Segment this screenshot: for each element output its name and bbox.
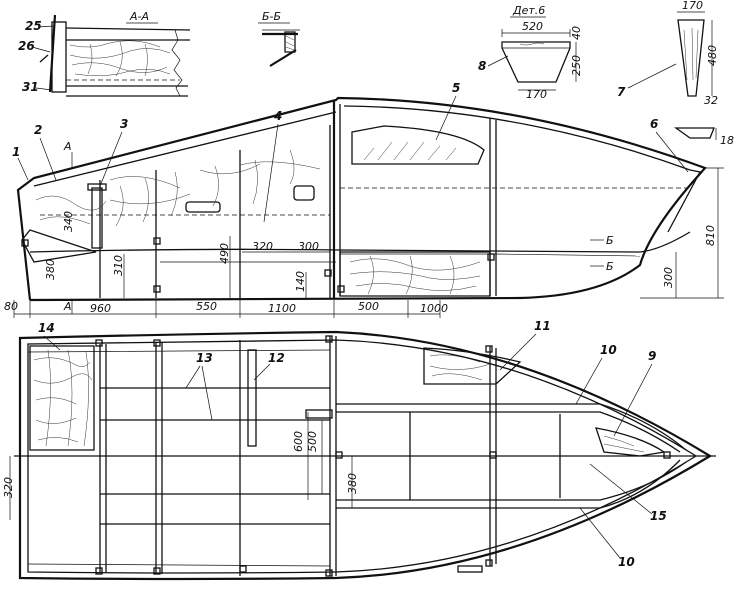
part-label-7: 7 bbox=[617, 85, 626, 99]
detail-7: 170 480 32 18 7 bbox=[617, 0, 734, 147]
dim-base-500: 500 bbox=[358, 300, 379, 313]
det7-dim-top: 170 bbox=[682, 0, 703, 12]
dim-base-1000: 1000 bbox=[420, 302, 448, 315]
dim-300a: 300 bbox=[298, 240, 319, 253]
section-a-a-title: А-А bbox=[129, 10, 149, 23]
det6-dim-h2: 250 bbox=[570, 55, 583, 76]
det6-dim-bottom: 170 bbox=[526, 88, 547, 101]
dim-810: 810 bbox=[704, 225, 717, 246]
part-label-12: 12 bbox=[268, 351, 285, 365]
det6-dim-h1: 40 bbox=[570, 26, 583, 40]
part-label-26: 25 bbox=[25, 19, 42, 33]
cut-b-top: Б bbox=[606, 234, 614, 247]
dim-plan-380: 380 bbox=[346, 473, 359, 494]
part-label-4: 4 bbox=[273, 109, 282, 123]
cut-a-top: А bbox=[63, 140, 72, 153]
part-label-5: 5 bbox=[452, 81, 460, 95]
part-label-13: 13 bbox=[196, 351, 213, 365]
part-label-14: 14 bbox=[38, 321, 55, 335]
dim-plan-600: 600 bbox=[292, 431, 305, 452]
cut-b-bottom: Б bbox=[606, 260, 614, 273]
dim-base-80: 80 bbox=[4, 300, 18, 313]
dim-300b: 300 bbox=[662, 267, 675, 288]
section-b-b-title: Б-Б bbox=[262, 10, 281, 23]
section-a-a-detail: А-А 25 26 31 bbox=[18, 10, 191, 97]
dim-base-1100: 1100 bbox=[268, 302, 296, 315]
section-b-b-detail: Б-Б bbox=[258, 10, 300, 67]
detail-6-title: Дет.6 bbox=[512, 4, 545, 17]
det6-dim-top: 520 bbox=[522, 20, 543, 33]
dim-340: 340 bbox=[62, 211, 75, 232]
det7-dim-bottom: 32 bbox=[704, 94, 718, 107]
dim-base-550: 550 bbox=[196, 300, 217, 313]
dim-base-960: 960 bbox=[90, 302, 111, 315]
dim-plan-320: 320 bbox=[2, 477, 15, 498]
part-label-1: 1 bbox=[12, 145, 20, 159]
cut-a-bottom: А bbox=[63, 300, 72, 313]
part-label-25: 26 bbox=[18, 39, 35, 53]
part-label-11: 11 bbox=[534, 319, 551, 333]
boat-side-view: А А Б Б 1 2 3 4 5 6 340 380 310 490 320 … bbox=[12, 81, 724, 314]
part-label-10-top: 10 bbox=[600, 343, 617, 357]
boat-plan-view: 14 13 12 11 10 9 10 15 600 500 320 380 bbox=[2, 319, 716, 581]
detail-6: Дет.6 520 170 40 250 8 bbox=[478, 4, 583, 101]
dim-310: 310 bbox=[112, 255, 125, 276]
part-label-9: 9 bbox=[648, 349, 656, 363]
dim-320: 320 bbox=[252, 240, 273, 253]
part-label-3: 3 bbox=[120, 117, 128, 131]
part-label-8: 8 bbox=[478, 59, 486, 73]
baseline-dimensions: 80 960 550 1100 500 1000 bbox=[4, 300, 448, 318]
det7-dim-side: 18 bbox=[720, 134, 734, 147]
dim-490: 490 bbox=[218, 243, 231, 264]
part-label-15: 15 bbox=[650, 509, 667, 523]
part-label-6: 6 bbox=[650, 117, 658, 131]
part-label-2: 2 bbox=[34, 123, 42, 137]
dim-140: 140 bbox=[294, 271, 307, 292]
part-label-10-bottom: 10 bbox=[618, 555, 635, 569]
det7-dim-h: 480 bbox=[706, 45, 719, 66]
dim-plan-500: 500 bbox=[306, 431, 319, 452]
dim-380: 380 bbox=[44, 259, 57, 280]
part-label-31: 31 bbox=[22, 80, 39, 94]
